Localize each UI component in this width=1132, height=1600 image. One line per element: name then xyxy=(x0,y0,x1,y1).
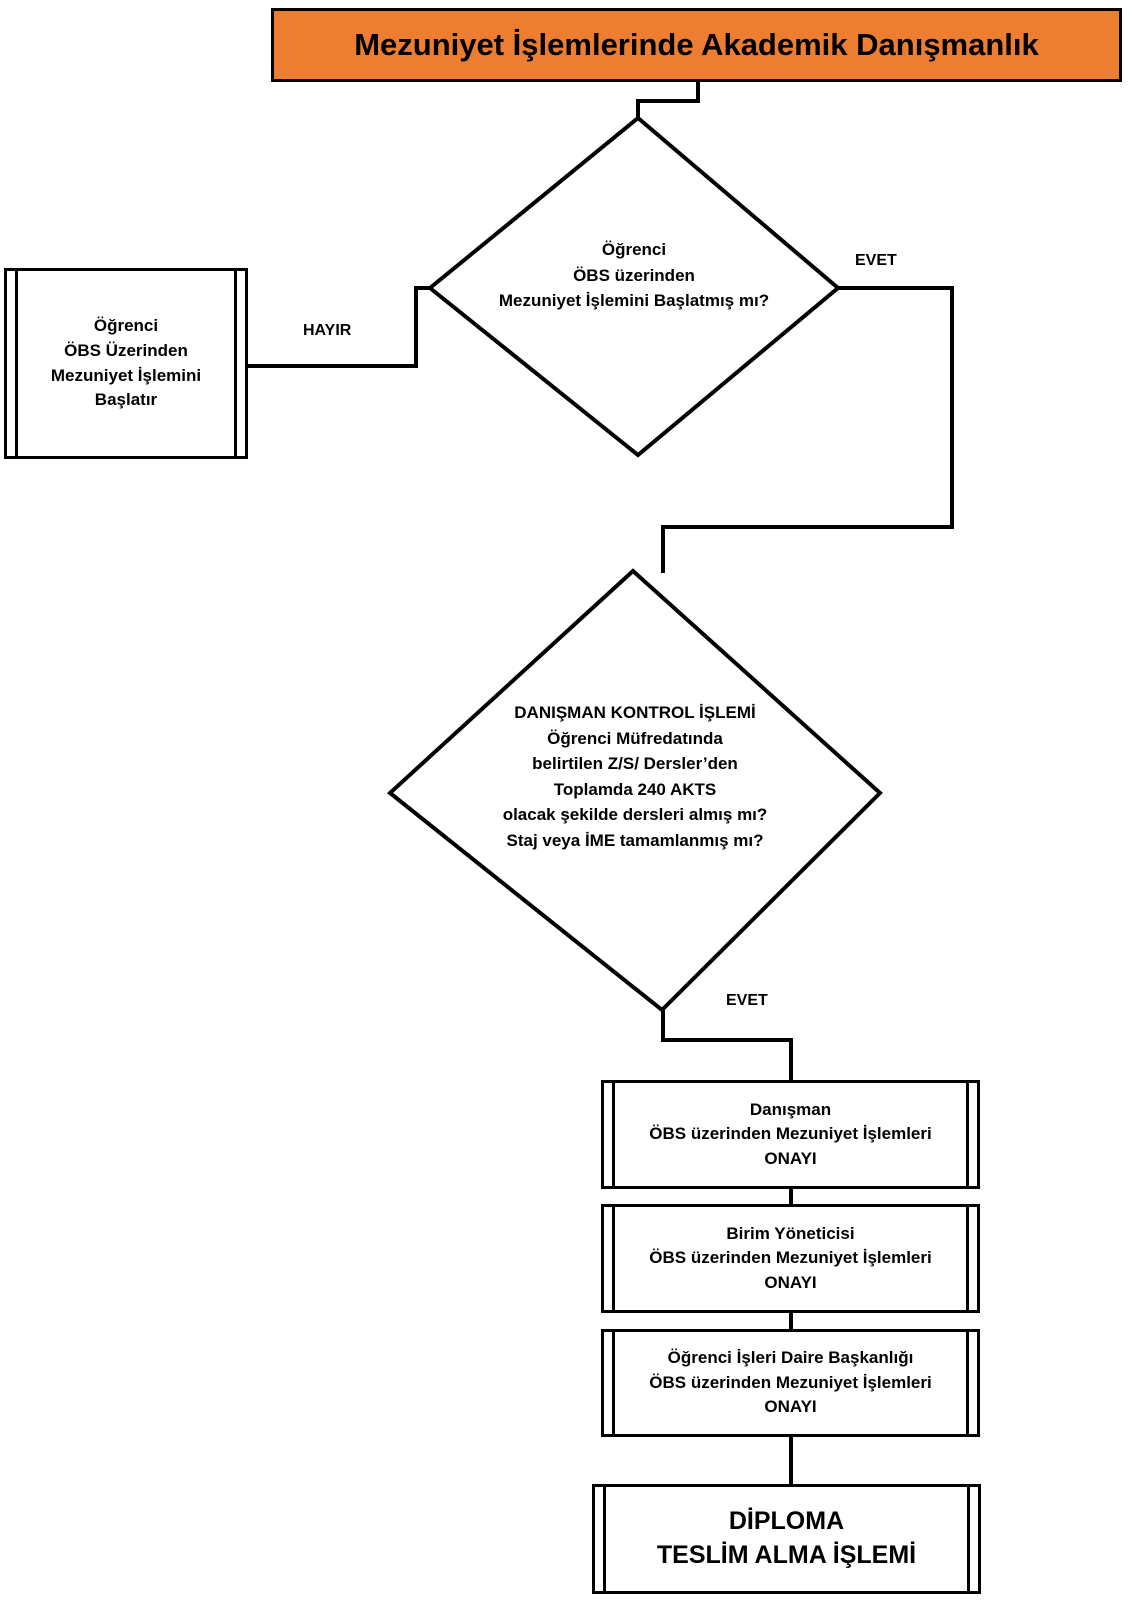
node-decision-advisor-check-label: DANIŞMAN KONTROL İŞLEMİ Öğrenci Müfredat… xyxy=(502,703,768,850)
node-advisor-approval[interactable]: Danışman ÖBS üzerinden Mezuniyet İşlemle… xyxy=(601,1080,980,1189)
page-title: Mezuniyet İşlemlerinde Akademik Danışman… xyxy=(354,26,1039,62)
node-unit-manager-approval[interactable]: Birim Yöneticisi ÖBS üzerinden Mezuniyet… xyxy=(601,1204,980,1313)
node-decision-advisor-check[interactable]: DANIŞMAN KONTROL İŞLEMİ Öğrenci Müfredat… xyxy=(386,568,883,1013)
edge-decision1-hayir xyxy=(246,286,432,368)
node-diploma-handover[interactable]: DİPLOMA TESLİM ALMA İŞLEMİ xyxy=(592,1484,981,1594)
edge-decision1-evet xyxy=(661,286,954,573)
diagram-title-banner: Mezuniyet İşlemlerinde Akademik Danışman… xyxy=(271,8,1122,82)
edge-label-evet-1: EVET xyxy=(855,252,897,269)
edge-title-to-decision1 xyxy=(636,80,700,120)
edge-decision2-evet xyxy=(661,1008,793,1082)
node-advisor-approval-label: Danışman ÖBS üzerinden Mezuniyet İşlemle… xyxy=(649,1099,932,1168)
edge-label-hayir: HAYIR xyxy=(303,322,352,339)
node-decision-started-label: Öğrenci ÖBS üzerinden Mezuniyet İşlemini… xyxy=(498,240,770,310)
decision-advisor-check-shape xyxy=(386,568,883,1013)
edge-label-evet-2: EVET xyxy=(726,992,768,1009)
node-start-process-label: Öğrenci ÖBS Üzerinden Mezuniyet İşlemini… xyxy=(50,316,202,410)
decision-started-shape xyxy=(426,115,842,458)
node-registrar-approval-label: Öğrenci İşleri Daire Başkanlığı ÖBS üzer… xyxy=(649,1348,932,1417)
node-diploma-handover-label: DİPLOMA TESLİM ALMA İŞLEMİ xyxy=(656,1507,917,1569)
node-unit-manager-approval-label: Birim Yöneticisi ÖBS üzerinden Mezuniyet… xyxy=(649,1223,932,1292)
node-decision-started[interactable]: Öğrenci ÖBS üzerinden Mezuniyet İşlemini… xyxy=(426,115,842,458)
node-registrar-approval[interactable]: Öğrenci İşleri Daire Başkanlığı ÖBS üzer… xyxy=(601,1329,980,1437)
node-start-process[interactable]: Öğrenci ÖBS Üzerinden Mezuniyet İşlemini… xyxy=(4,268,248,459)
